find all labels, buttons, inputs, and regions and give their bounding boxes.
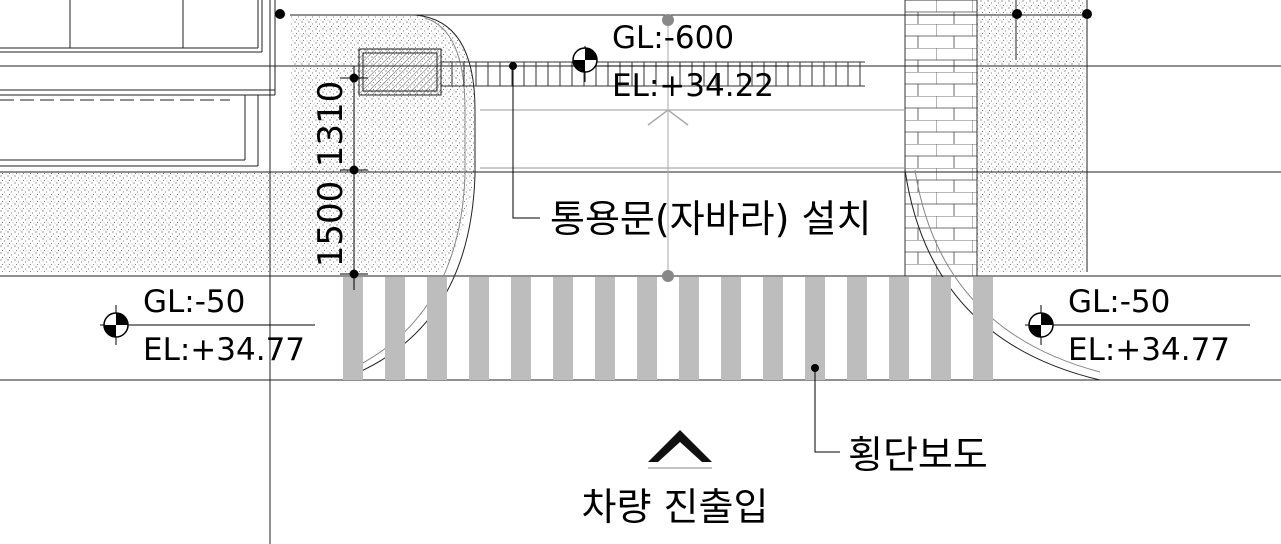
leader-crosswalk [811,364,840,453]
paving-strip-right [975,0,1085,272]
level-left-el: EL:+34.77 [143,332,305,368]
callout-vehicle-entry-label: 차량 진출입 [582,485,769,529]
dimension-lower: 1500 [311,181,351,268]
callout-gate-label: 통용문(자바라) 설치 [550,197,871,241]
level-right-gl: GL:-50 [1068,284,1170,320]
center-node-top [662,14,674,26]
node-dots [275,9,1092,19]
level-marker-top [570,46,790,82]
center-node-bottom [662,270,674,282]
dimension-line [340,66,368,290]
level-top-el: EL:+34.22 [612,68,774,104]
level-top-gl: GL:-600 [612,20,734,56]
building-outline [0,0,276,167]
gate-housing [358,48,442,96]
sliding-gate [358,48,865,96]
level-marker-bottom-left [100,305,315,345]
leader-gate [509,62,540,219]
dimension-upper: 1310 [311,81,351,168]
vehicle-entry-arrow-icon [648,430,712,462]
faint-direction-chevron [647,109,689,126]
level-right-el: EL:+34.77 [1068,332,1230,368]
level-left-gl: GL:-50 [143,284,245,320]
crosswalk-stripes [343,277,993,380]
level-marker-bottom-right [1025,305,1250,345]
paving-strip-left [0,172,300,272]
brick-pillar [904,0,978,277]
callout-crosswalk-label: 횡단보도 [848,433,988,477]
